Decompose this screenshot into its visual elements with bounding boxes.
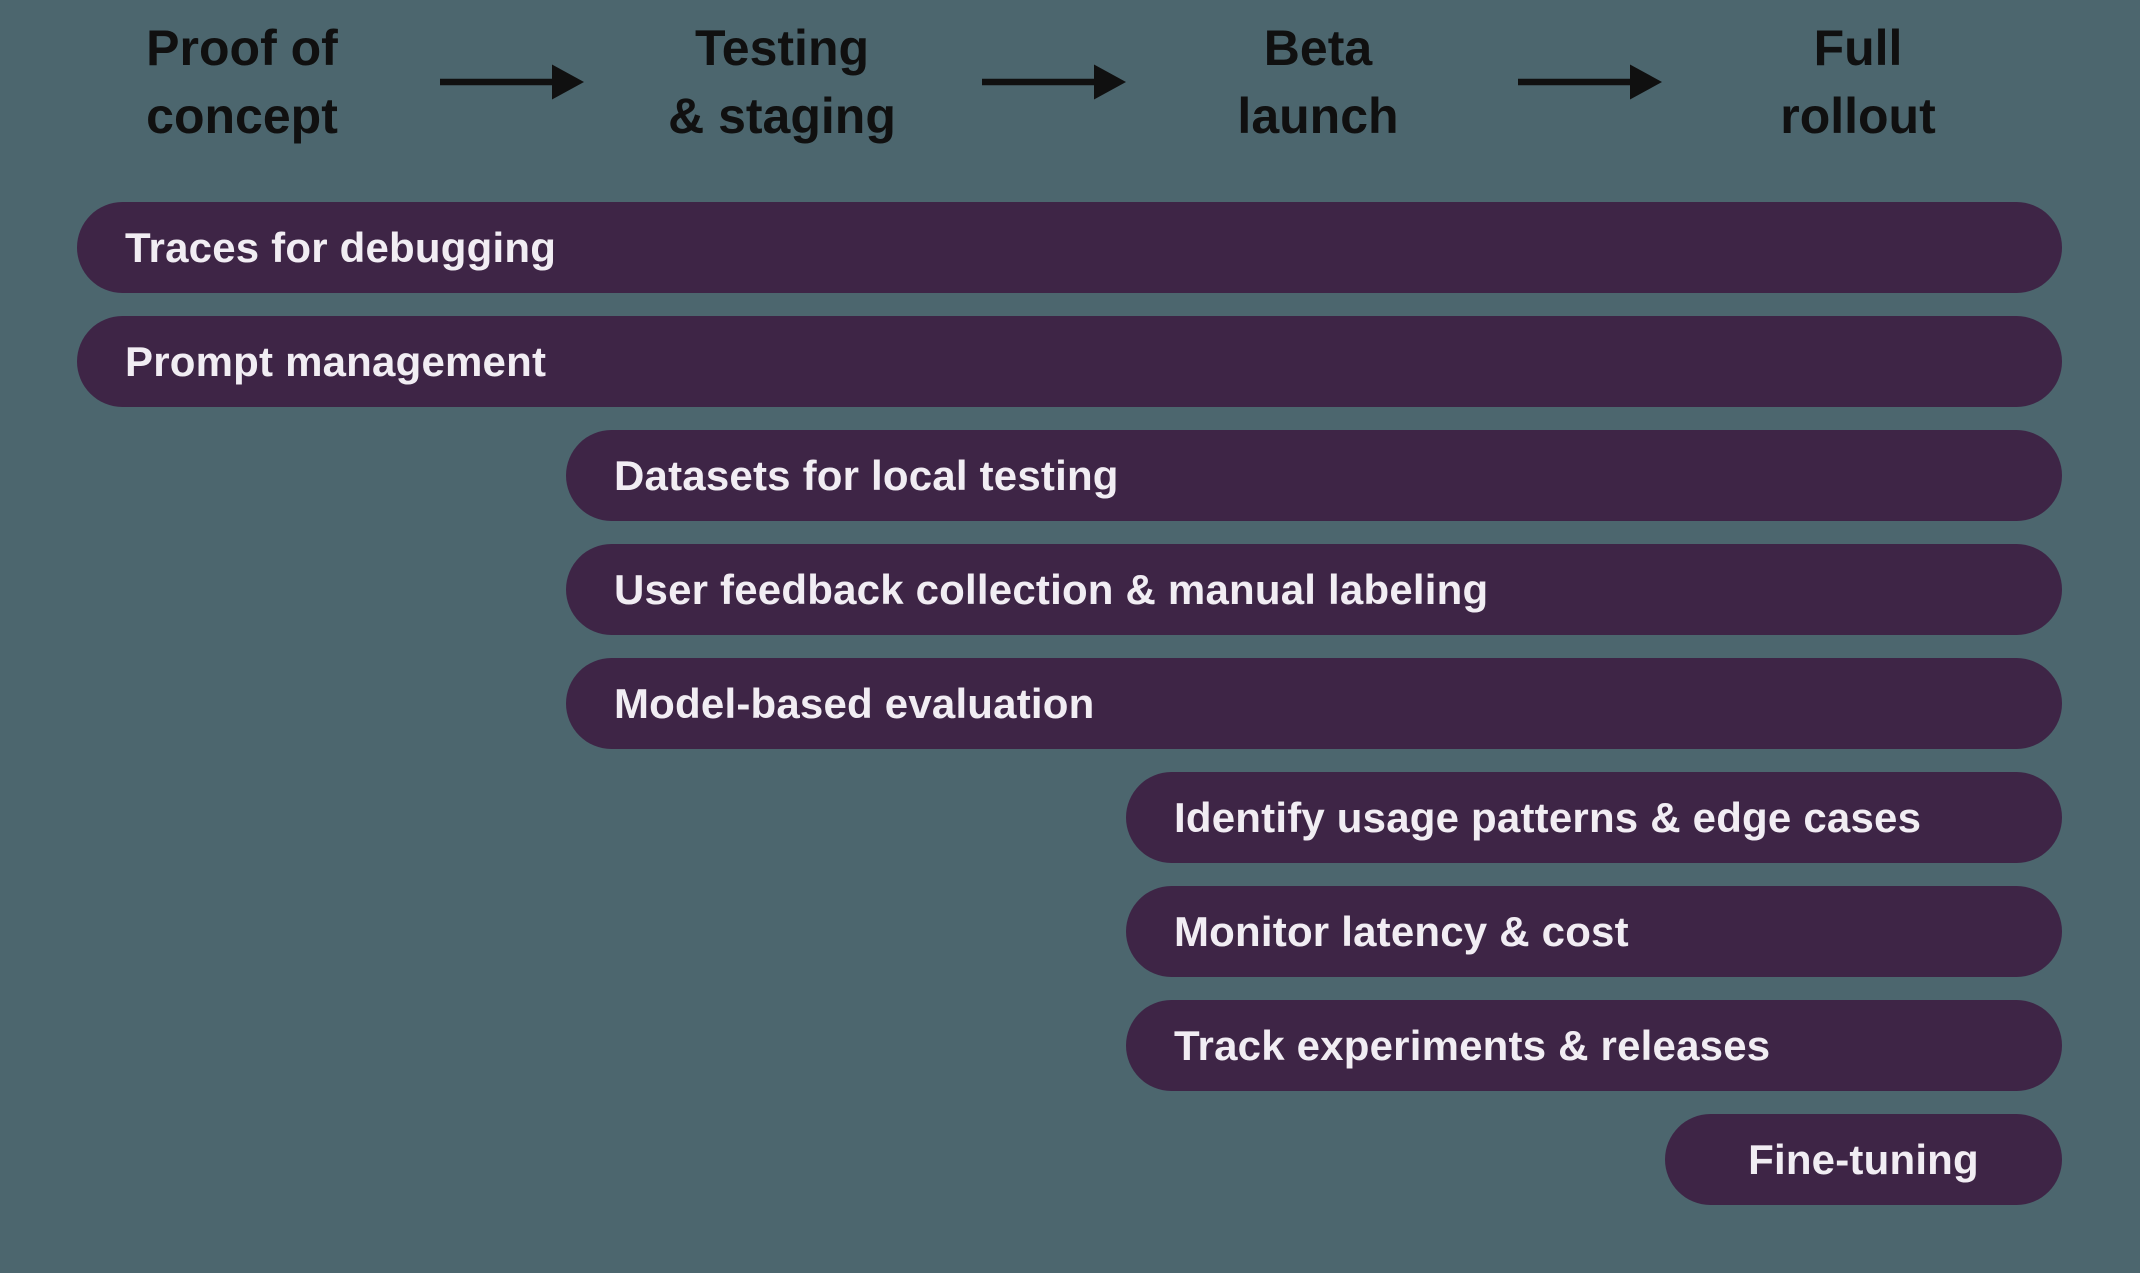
stage-label-line: concept xyxy=(146,88,338,144)
right-arrow-icon xyxy=(1518,60,1662,104)
stage-label-testing-staging: Testing & staging xyxy=(668,14,896,150)
capability-bar: Track experiments & releases xyxy=(1126,1000,2062,1091)
stage-label-full-rollout: Full rollout xyxy=(1780,14,1936,150)
right-arrow-icon xyxy=(982,60,1126,104)
stage-label-beta-launch: Beta launch xyxy=(1237,14,1398,150)
capability-bar: Identify usage patterns & edge cases xyxy=(1126,772,2062,863)
stage-label-line: Beta xyxy=(1263,20,1373,76)
capability-bar: Monitor latency & cost xyxy=(1126,886,2062,977)
capability-bar: Prompt management xyxy=(77,316,2062,407)
capability-bar: Datasets for local testing xyxy=(566,430,2062,521)
stage-label-line: Full xyxy=(1813,20,1903,76)
right-arrow-icon xyxy=(440,60,584,104)
stage-label-proof-of-concept: Proof of concept xyxy=(146,14,338,150)
stage-label-line: Testing xyxy=(694,20,870,76)
stage-label-line: rollout xyxy=(1780,88,1936,144)
stage-label-line: & staging xyxy=(668,88,896,144)
stage-label-line: Proof of xyxy=(146,20,338,76)
capability-bar: Model-based evaluation xyxy=(566,658,2062,749)
capability-bar: User feedback collection & manual labeli… xyxy=(566,544,2062,635)
stage-label-line: launch xyxy=(1237,88,1399,144)
capability-bar: Fine-tuning xyxy=(1665,1114,2062,1205)
capability-bar: Traces for debugging xyxy=(77,202,2062,293)
